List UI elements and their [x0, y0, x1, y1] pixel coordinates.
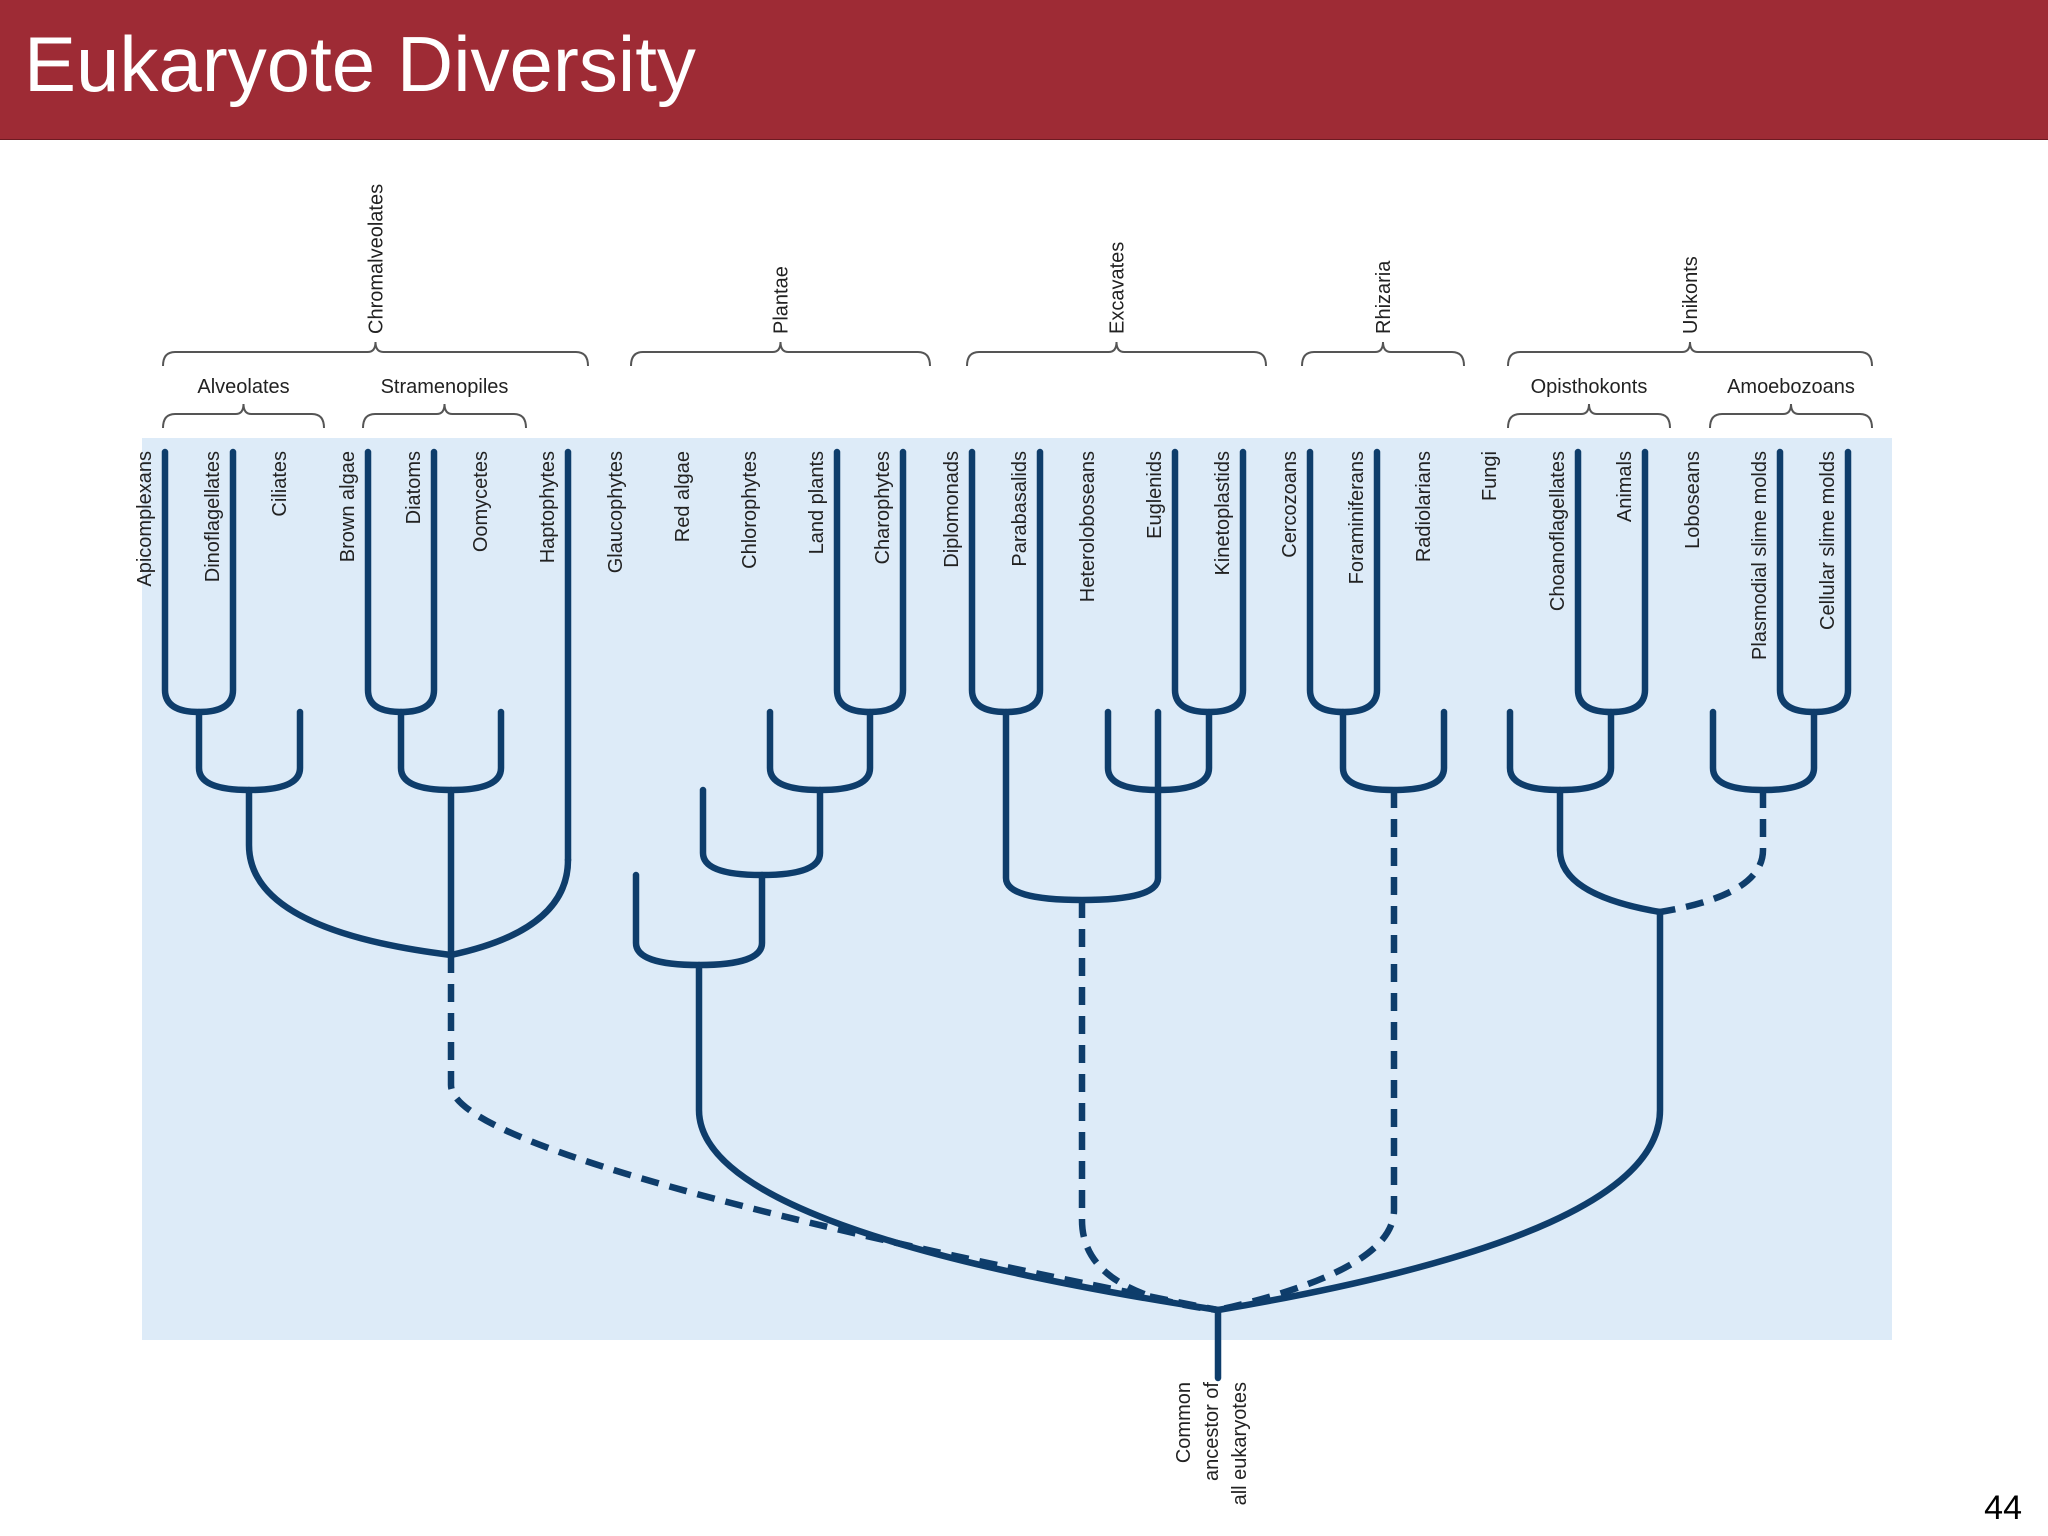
root-label-line: ancestor of — [1201, 1382, 1223, 1481]
branch-plantae-stem — [695, 961, 1222, 1314]
subgroup-label-amoebozoans: Amoebozoans — [1727, 376, 1855, 398]
taxon-label-parabasalids: Parabasalids — [1009, 451, 1031, 567]
slide-title: Eukaryote Diversity — [24, 20, 696, 108]
supergroup-label-chromalveolates: Chromalveolates — [366, 184, 388, 334]
branch-alveolates-stem — [245, 786, 455, 959]
branch-unikonts-stem — [1214, 908, 1664, 1314]
taxon-label-dinoflagellates: Dinoflagellates — [202, 451, 224, 582]
branch-amoebozoans-uncertain — [1659, 790, 1767, 916]
tree-branches — [161, 448, 1852, 1382]
taxon-label-apicomplexans: Apicomplexans — [134, 451, 156, 587]
taxon-label-animals: Animals — [1614, 451, 1636, 522]
taxon-label-fungi: Fungi — [1479, 451, 1501, 501]
slide-number: 44 — [1984, 1489, 2022, 1527]
bracket-alveolates — [162, 403, 325, 429]
supergroup-label-excavates: Excavates — [1107, 242, 1129, 334]
supergroup-label-unikonts: Unikonts — [1680, 256, 1702, 334]
taxon-label-glaucophytes: Glaucophytes — [605, 451, 627, 573]
branch-opisthokonts-stem — [1556, 786, 1664, 916]
subgroup-label-alveolates: Alveolates — [197, 376, 289, 398]
bracket-unikonts — [1507, 341, 1873, 367]
bracket-opisthokonts — [1507, 403, 1671, 429]
supergroup-label-rhizaria: Rhizaria — [1373, 260, 1395, 334]
taxon-label-choanoflagellates: Choanoflagellates — [1547, 451, 1569, 611]
taxon-label-loboseans: Loboseans — [1682, 451, 1704, 549]
branch-rhizaria-uncertain — [1217, 790, 1398, 1314]
taxon-label-foraminiferans: Foraminiferans — [1346, 451, 1368, 584]
taxon-label-radiolarians: Radiolarians — [1413, 451, 1435, 562]
taxon-label-cercozoans: Cercozoans — [1279, 451, 1301, 558]
taxon-label-chlorophytes: Chlorophytes — [739, 451, 761, 569]
subgroup-label-stramenopiles: Stramenopiles — [381, 376, 509, 398]
branch-haptophytes-join — [447, 856, 572, 959]
bracket-excavates — [966, 341, 1267, 367]
root-label-line: all eukaryotes — [1229, 1382, 1251, 1505]
taxon-label-cellular-slime-molds: Cellular slime molds — [1817, 451, 1839, 630]
bracket-plantae — [630, 341, 931, 367]
supergroup-label-plantae: Plantae — [771, 266, 793, 334]
taxon-label-kinetoplastids: Kinetoplastids — [1212, 451, 1234, 576]
taxon-label-charophytes: Charophytes — [872, 451, 894, 564]
bracket-amoebozoans — [1709, 403, 1873, 429]
taxon-label-brown-algae: Brown algae — [337, 451, 359, 562]
branch-chromalveolates-uncertain — [447, 955, 1219, 1314]
taxon-label-diplomonads: Diplomonads — [941, 451, 963, 568]
title-bar: Eukaryote Diversity — [0, 0, 2048, 140]
taxon-label-plasmodial-slime-molds: Plasmodial slime molds — [1749, 451, 1771, 660]
tree-labels: Alveolates Stramenopiles Opisthokonts Amoeb… — [134, 184, 1855, 1505]
taxon-label-red-algae: Red algae — [672, 451, 694, 542]
taxon-label-heteroloboseans: Heteroloboseans — [1077, 451, 1099, 602]
taxon-label-diatoms: Diatoms — [403, 451, 425, 524]
taxon-label-euglenids: Euglenids — [1144, 451, 1166, 539]
bracket-stramenopiles — [362, 403, 527, 429]
bracket-chromalveolates — [162, 341, 589, 367]
taxon-label-haptophytes: Haptophytes — [537, 451, 559, 563]
subgroup-label-opisthokonts: Opisthokonts — [1531, 376, 1648, 398]
group-brackets — [162, 341, 1873, 429]
root-label-line: Common — [1173, 1382, 1195, 1463]
bracket-rhizaria — [1301, 341, 1465, 367]
taxon-label-ciliates: Ciliates — [269, 451, 291, 517]
branch-excavates-uncertain — [1078, 900, 1219, 1314]
taxon-label-oomycetes: Oomycetes — [470, 451, 492, 552]
taxon-label-land-plants: Land plants — [806, 451, 828, 554]
